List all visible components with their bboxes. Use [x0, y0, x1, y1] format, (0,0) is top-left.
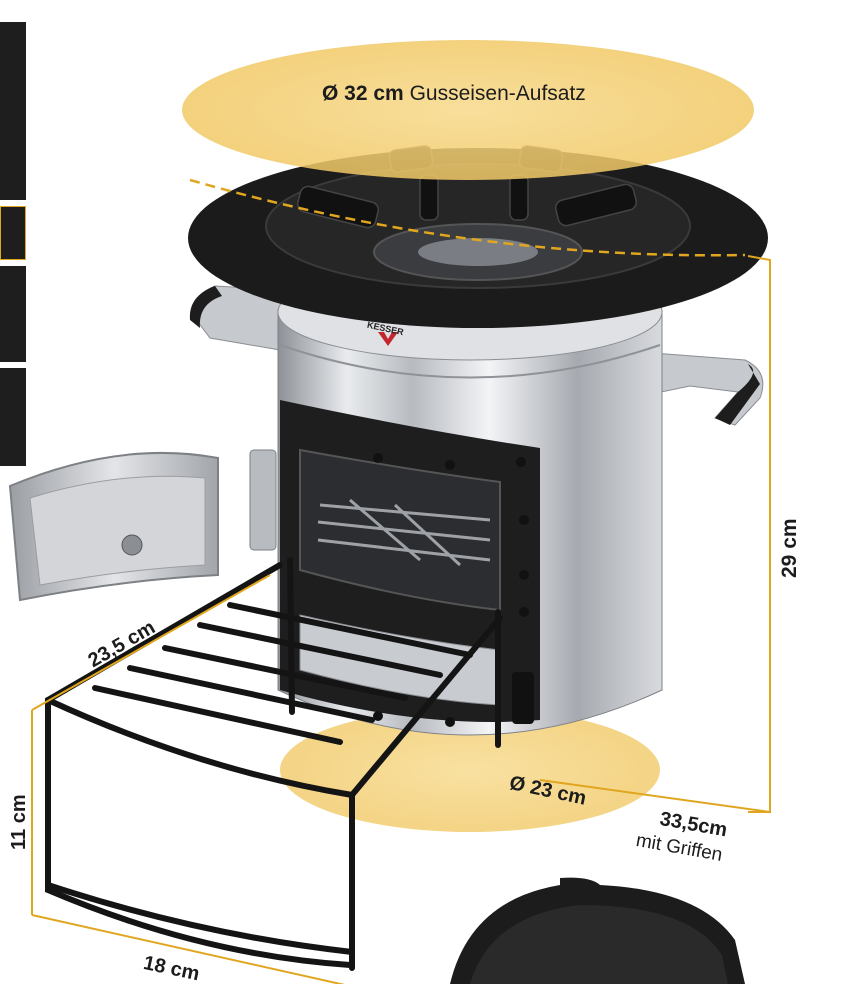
door-knob — [121, 534, 143, 556]
bottom-diameter-ellipse — [280, 708, 660, 832]
wire-frame-stand — [45, 557, 503, 971]
thumbnail-strip-bottom[interactable] — [0, 368, 26, 466]
top-attachment-label: Ø 32 cm Gusseisen-Aufsatz — [322, 82, 586, 106]
grate-bars — [317, 498, 491, 567]
door-hinge — [249, 449, 277, 551]
frame-height-label: 11 cm — [8, 794, 30, 850]
top-attachment-name: Gusseisen-Aufsatz — [409, 82, 586, 105]
height-label: 29 cm — [778, 518, 801, 578]
frame-width-line — [31, 914, 346, 984]
rivets — [373, 453, 529, 727]
top-attachment-size: Ø 32 cm — [322, 82, 404, 105]
thumbnail-strip-middle[interactable] — [0, 266, 26, 362]
frame-depth-line — [31, 574, 271, 711]
height-dimension-line — [747, 255, 771, 813]
thumbnail-strip-top[interactable] — [0, 22, 26, 200]
top-diameter-ellipse — [182, 40, 754, 180]
thumbnail-strip-selected[interactable] — [0, 206, 26, 260]
